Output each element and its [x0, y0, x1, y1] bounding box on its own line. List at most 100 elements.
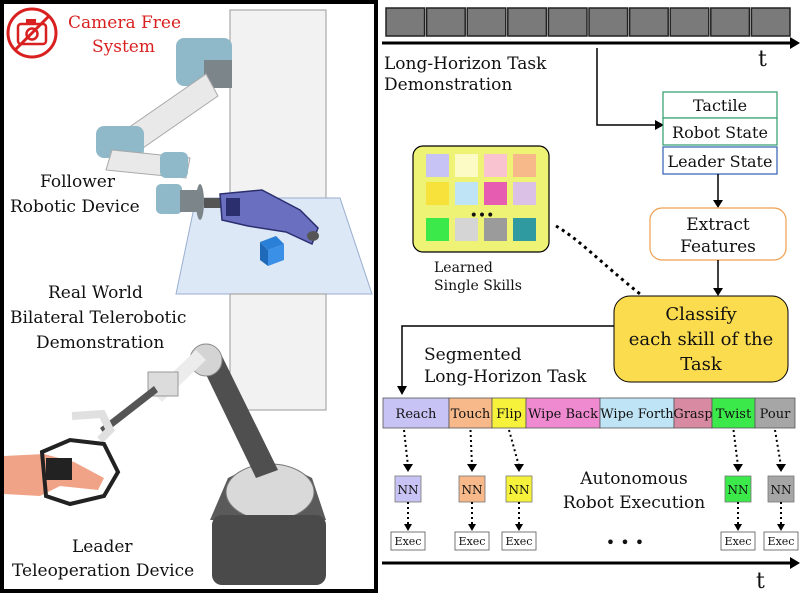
- segment-to-nn-connector: [508, 429, 520, 467]
- exec-label: Exec: [768, 535, 795, 548]
- skill-tile: [455, 154, 478, 177]
- extract-label-line2: Features: [680, 237, 756, 257]
- skill-tile: [426, 182, 449, 205]
- segment-label: Flip: [496, 407, 522, 422]
- nn-label: NN: [462, 483, 483, 497]
- skill-tile: [455, 182, 478, 205]
- tactile-box: [662, 91, 778, 119]
- segment-touch: Touch: [448, 397, 493, 429]
- skill-tile: [426, 154, 449, 177]
- skill-tile: [484, 182, 507, 205]
- realworld-label-line2: Bilateral Telerobotic: [10, 308, 186, 328]
- skills-to-classify-connector: [555, 224, 641, 296]
- leader-label-line2: Teleoperation Device: [12, 561, 194, 581]
- skill-tile: [484, 154, 507, 177]
- nn-label: NN: [509, 483, 530, 497]
- timeline-cell: [628, 7, 669, 37]
- segment-label: Wipe Back: [528, 407, 598, 422]
- blue-cube: [260, 236, 284, 266]
- segment-label: Reach: [396, 407, 438, 422]
- leader-state-label: Leader State: [668, 152, 773, 171]
- leader-label-line1: Leader: [72, 537, 133, 557]
- segment-label: Wipe Forth: [600, 407, 674, 422]
- segment-label: Pour: [760, 407, 791, 422]
- operator-hand: [4, 437, 121, 507]
- segment-wipe-forth: Wipe Forth: [599, 397, 675, 429]
- timeline-cell: [588, 7, 629, 37]
- skill-tile: [513, 154, 536, 177]
- realworld-label-line3: Demonstration: [36, 333, 164, 353]
- camera-free-label-line1: Camera Free: [68, 13, 181, 33]
- exec-label: Exec: [459, 535, 486, 548]
- exec-label: Exec: [395, 535, 422, 548]
- segment-label: Touch: [451, 407, 491, 422]
- segment-label: Twist: [716, 407, 752, 422]
- timeline-cell: [710, 7, 751, 37]
- nn-box: [724, 475, 752, 503]
- classify-label-line1: Classify: [665, 304, 737, 325]
- nn-box: [767, 475, 795, 503]
- nn-label: NN: [398, 483, 419, 497]
- exec-ellipsis: • • •: [606, 533, 644, 552]
- segment-wipe-back: Wipe Back: [525, 397, 601, 429]
- auto-label-line2: Robot Execution: [563, 493, 705, 513]
- skills-ellipsis: •••: [470, 208, 495, 224]
- timeline-cell: [547, 7, 588, 37]
- robot-state-label: Robot State: [672, 123, 768, 142]
- segment-grasp: Grasp: [673, 397, 713, 429]
- segment-to-nn-connector: [469, 429, 473, 467]
- segment-pour: Pour: [754, 397, 796, 429]
- segment-label: Grasp: [673, 407, 712, 422]
- skill-tile: [484, 218, 507, 241]
- bottom-time-arrowhead: [790, 557, 800, 569]
- nn-box: [394, 475, 422, 503]
- skills-label-line2: Single Skills: [434, 278, 522, 294]
- exec-box: [454, 531, 490, 551]
- exec-box: [390, 531, 426, 551]
- timeline-cell: [425, 7, 466, 37]
- camera-free-label-line2: System: [92, 37, 155, 57]
- top-time-arrowhead: [790, 37, 800, 49]
- demo-label-line1: Long-Horizon Task: [384, 54, 547, 74]
- leader-state-box: [662, 146, 778, 175]
- top-time-label: t: [758, 47, 767, 72]
- execution-unit: NN Exec: [720, 429, 756, 551]
- follower-robot-arm: [96, 38, 232, 220]
- timeline-cell: [750, 7, 791, 37]
- exec-box: [763, 531, 799, 551]
- segment-flip: Flip: [491, 397, 527, 429]
- timeline-cell: [466, 7, 507, 37]
- bottom-time-label: t: [756, 569, 765, 593]
- segment-to-nn-connector: [774, 429, 782, 467]
- exec-box: [501, 531, 537, 551]
- classify-label-line3: Task: [680, 354, 723, 375]
- demonstration-timeline: [385, 7, 791, 37]
- skill-tile: [513, 182, 536, 205]
- realworld-label-line1: Real World: [48, 283, 143, 303]
- execution-unit: NN Exec: [501, 429, 537, 551]
- leader-teleoperation-device: [71, 343, 326, 585]
- exec-label: Exec: [506, 535, 533, 548]
- classify-to-segments-arrow: [401, 325, 614, 386]
- timeline-cell: [385, 7, 426, 37]
- wall-board-lower: [229, 293, 327, 411]
- skill-tile: [426, 218, 449, 241]
- segment-twist: Twist: [711, 397, 756, 429]
- nn-label: NN: [728, 483, 749, 497]
- skill-tile: [513, 218, 536, 241]
- tactile-label: Tactile: [693, 96, 747, 115]
- timeline-to-sensors-arrow: [596, 48, 655, 126]
- exec-label: Exec: [725, 535, 752, 548]
- timeline-cell: [669, 7, 710, 37]
- execution-unit: NN Exec: [390, 429, 426, 551]
- segmented-label-line1: Segmented: [424, 345, 522, 365]
- segment-to-nn-connector: [732, 429, 739, 467]
- skill-tile: [455, 218, 478, 241]
- skills-label-line1: Learned: [434, 260, 493, 276]
- segment-reach: Reach: [382, 397, 450, 429]
- auto-label-line1: Autonomous: [579, 469, 688, 489]
- timeline-cell: [507, 7, 548, 37]
- execution-unit: NN Exec: [454, 429, 490, 551]
